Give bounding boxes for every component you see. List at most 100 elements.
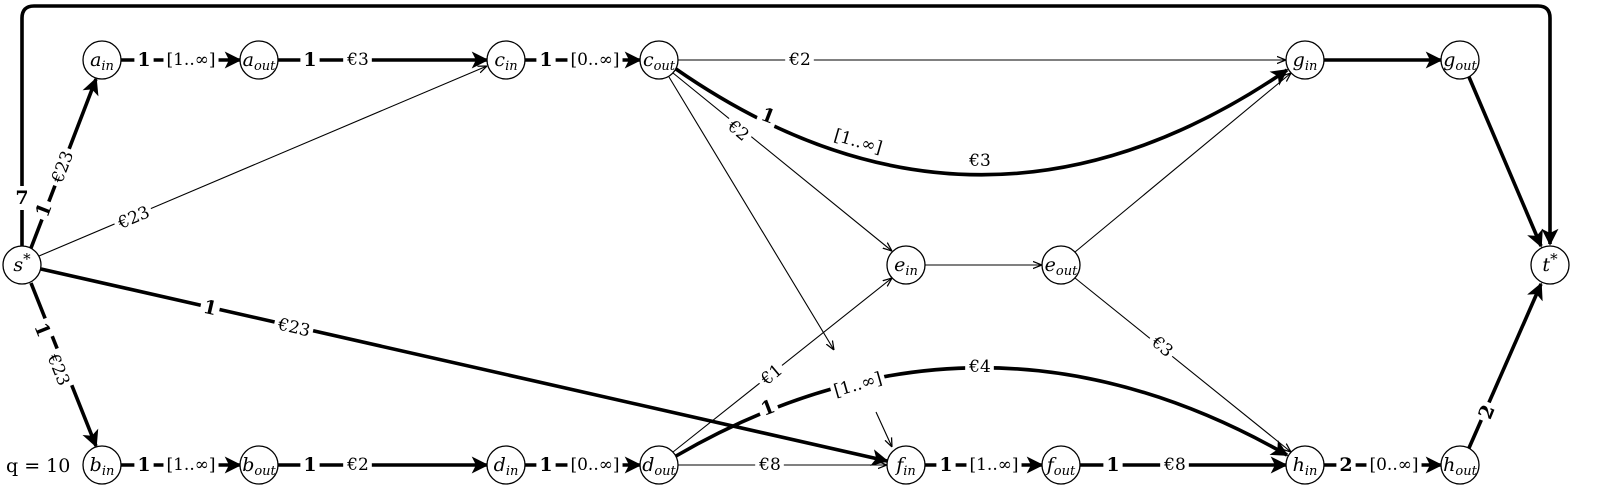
edge-bout-din: 1€2 (278, 453, 489, 477)
node-cin: cin (486, 40, 526, 80)
node-din: din (486, 445, 526, 485)
node-label-base: b (242, 454, 254, 476)
edge-label-background (27, 316, 57, 344)
node-label: bout (242, 454, 276, 479)
edge-label-background (754, 393, 782, 423)
node-circle (639, 40, 679, 80)
edge-line-dout-ein (672, 278, 892, 453)
node-label-base: a (243, 49, 254, 71)
node-label-subscript: in (102, 464, 115, 479)
node-label-base: f (894, 454, 906, 476)
edge-cost-label: €8 (1163, 455, 1186, 475)
node-circle (1041, 445, 1081, 485)
edge-label-background (785, 49, 814, 71)
node-t: t* (1530, 245, 1570, 285)
edge-cost-label: €3 (1147, 332, 1177, 362)
node-circle (1041, 245, 1081, 285)
node-label-superscript: * (23, 250, 31, 268)
node-label-base: g (1443, 49, 1455, 71)
edge-cost-label: [1..∞] (969, 455, 1018, 475)
node-label: gin (1293, 49, 1318, 74)
edge-line-s-t (20, 4, 1559, 246)
node-label: t* (1542, 250, 1558, 276)
edge-label-background (719, 113, 756, 149)
node-label-subscript: out (1455, 464, 1477, 479)
edge-label-background (12, 186, 32, 210)
edge-flow-label: 7 (15, 187, 28, 209)
edge-label-background (567, 49, 623, 71)
edge-flow-label: 1 (539, 454, 552, 476)
edge-cost-label: [0..∞] (570, 455, 619, 475)
edge-fout-hin: 1 €8 (1080, 453, 1288, 477)
node-label: din (494, 454, 519, 479)
edge-dout-fin: €8 (678, 454, 887, 476)
edge-fin-fout: 1[1..∞] (925, 453, 1044, 477)
node-circle (1440, 445, 1480, 485)
edge-flow-label: 1 (137, 454, 150, 476)
node-label-base: s (13, 254, 23, 276)
node-label-subscript: in (1305, 464, 1318, 479)
edge-line-cout-ein (672, 72, 892, 251)
node-label-base: c (643, 49, 654, 71)
edge-flow-label: 1 (137, 49, 150, 71)
edge-cout-ein: €2 (672, 72, 892, 251)
edge-gout-t (1074, 73, 1291, 253)
edge-flow-label: 1 (1106, 454, 1119, 476)
node-label-superscript: * (1550, 250, 1558, 268)
node-label-base: e (1045, 254, 1056, 276)
edge-s-bin: 1€23 (27, 282, 99, 448)
node-label: dout (642, 454, 676, 479)
node-label: aout (243, 49, 277, 74)
edge-label-background (1143, 329, 1180, 365)
node-circle (82, 445, 122, 485)
node-label-subscript: in (1305, 59, 1318, 74)
node-hin: hin (1285, 445, 1325, 485)
node-label: gout (1443, 49, 1477, 74)
node-label: s* (13, 250, 31, 276)
edge-cost-label: €3 (968, 151, 991, 171)
node-label-subscript: out (254, 464, 276, 479)
edge-label-background (134, 48, 154, 72)
node-label-subscript: in (101, 59, 114, 74)
edge-cout-gin: €2 (678, 49, 1286, 71)
edge-label-background (45, 145, 81, 190)
node-label-base: c (494, 49, 505, 71)
edge-cost-label: €2 (788, 50, 811, 70)
edge-line-s-cin (38, 66, 487, 257)
edge-label-background (966, 454, 1022, 476)
edge-flow-label: 2 (1339, 454, 1352, 476)
edge-ain-aout: 1[1..∞] (121, 48, 242, 72)
edge-label-background (965, 150, 994, 172)
edge-cost-label: [0..∞] (1369, 455, 1418, 475)
edge-label-background (1366, 454, 1422, 476)
edge-label-background (754, 101, 782, 131)
node-circle (239, 445, 279, 485)
node-label: fout (1045, 454, 1076, 479)
edge-bin-bout: 1[1..∞] (121, 453, 242, 477)
edge-label-background (828, 366, 888, 404)
edge-line-s-fin (40, 267, 889, 466)
node-bout: bout (239, 445, 279, 485)
edge-eout-gin (1467, 76, 1543, 248)
edge-flow-label: 1 (758, 395, 778, 420)
edge-aout-cin: 1€3 (278, 48, 489, 72)
edge-line-eout-hin (1074, 277, 1291, 452)
edge-label-background (300, 48, 320, 72)
edge-label-background (197, 294, 223, 322)
edge-label-background (567, 454, 623, 476)
edge-label-background (40, 347, 76, 392)
node-dout: dout (639, 445, 679, 485)
node-label-subscript: out (254, 59, 276, 74)
edge-cost-label: €23 (275, 314, 312, 341)
edge-line-gout-t (1074, 73, 1291, 253)
edge-line-cout-fin (668, 76, 834, 350)
edge-cout-gin: 1[1..∞]€3 (674, 67, 1289, 177)
node-label-subscript: in (505, 59, 518, 74)
edge-cout-fin-arrowhead-segment (875, 411, 892, 447)
edge-label-background (753, 357, 790, 393)
node-label: cin (494, 49, 517, 74)
node-label: fin (894, 454, 916, 479)
edge-dout-ein: €1 (672, 278, 892, 453)
